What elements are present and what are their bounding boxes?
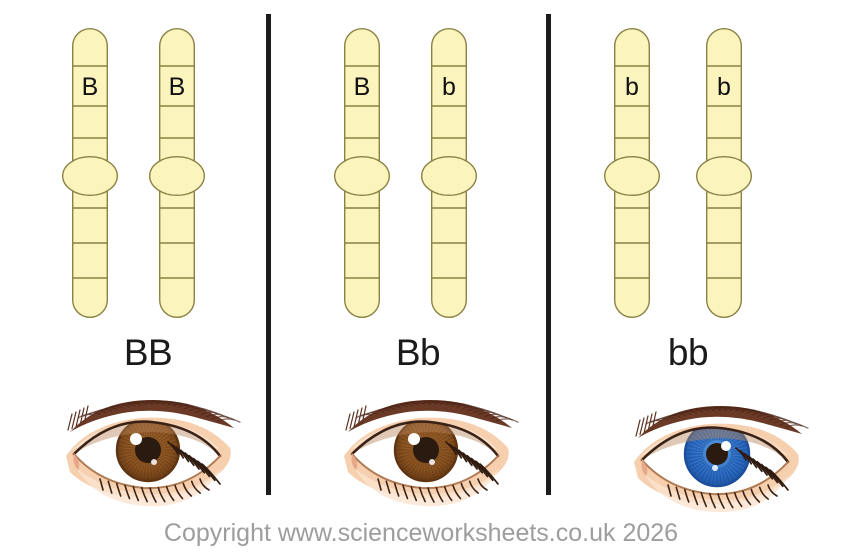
allele-label: B: [169, 73, 186, 101]
allele-label: B: [82, 73, 99, 101]
chromosome-2: B: [149, 26, 205, 320]
copyright-notice: Copyright www.scienceworksheets.co.uk 20…: [163, 519, 679, 547]
allele-label: b: [625, 73, 639, 101]
panel-divider-2: [546, 14, 551, 495]
chromosome-5: b: [604, 26, 660, 320]
genotype-label-recessive: bb: [667, 332, 709, 373]
eye-illustration-blue: [616, 390, 816, 515]
eye-illustration-brown-2: [326, 384, 526, 509]
chromosome-4: b: [421, 26, 477, 320]
genotype-label-heterozygous: Bb: [395, 332, 441, 373]
chromosome-6: b: [696, 26, 752, 320]
chromosome-3: B: [334, 26, 390, 320]
chromosome-1: B: [62, 26, 118, 320]
allele-label: b: [442, 73, 456, 101]
panel-divider-1: [266, 14, 271, 495]
allele-label: B: [354, 73, 371, 101]
allele-label: b: [717, 73, 731, 101]
eye-illustration-brown-1: [48, 384, 248, 509]
genotype-label-bb-dominant: BB: [123, 332, 173, 373]
